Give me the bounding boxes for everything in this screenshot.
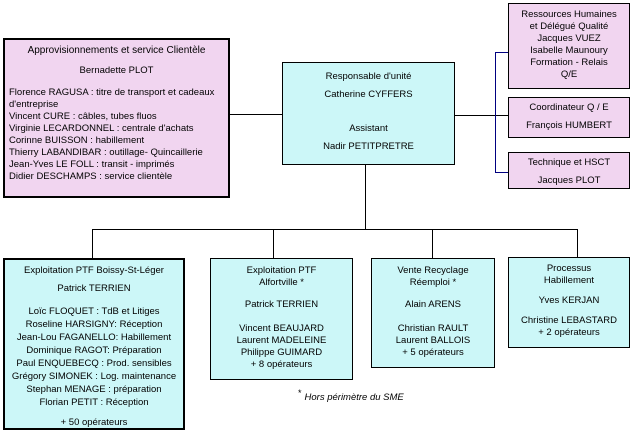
member-line: Thierry LABANDIBAR : outillage- Quincail… — [9, 147, 203, 158]
rh-line: Ressources Humaines — [521, 9, 617, 20]
assistant-name: Nadir PETITPRETRE — [323, 141, 414, 152]
member-line: Florian PETIT : Réception — [39, 397, 149, 408]
member-line: Vincent BEAUJARD — [239, 323, 324, 334]
box-coordinateur-qe: Coordinateur Q / E François HUMBERT — [508, 97, 630, 138]
rh-line: et Délégué Qualité — [529, 21, 609, 32]
member-line: Didier DESCHAMPS : service clientèle — [9, 171, 173, 182]
member-line: Loïc FLOQUET : TdB et Litiges — [28, 306, 160, 317]
footnote-text: Hors périmètre du SME — [304, 392, 404, 403]
member-line: Laurent BALLOIS — [395, 335, 471, 346]
connector-drop-boissy — [92, 229, 93, 258]
alfortville-members: Vincent BEAUJARD Laurent MADELEINE Phili… — [211, 323, 352, 359]
member-line: Christine LEBASTARD — [521, 315, 617, 326]
vente-manager: Alain ARENS — [405, 299, 461, 310]
member-line: Roseline HARSIGNY: Réception — [25, 319, 163, 330]
technique-name: Jacques PLOT — [537, 175, 601, 186]
box-approvisionnements: Approvisionnements et service Clientèle … — [3, 38, 230, 198]
member-line: Christian RAULT — [397, 323, 469, 334]
coordinateur-role: Coordinateur Q / E — [529, 102, 609, 113]
boissy-members: Loïc FLOQUET : TdB et Litiges Roseline H… — [5, 305, 183, 409]
connector-drop-alfortville — [273, 229, 274, 258]
connector-responsable-right — [455, 115, 508, 116]
vente-title-1: Vente Recyclage — [397, 265, 469, 276]
box-technique-hsct: Technique et HSCT Jacques PLOT — [508, 152, 630, 189]
box-vente-recyclage: Vente Recyclage Réemploi * Alain ARENS C… — [371, 258, 495, 368]
appro-title: Approvisionnements et service Clientèle — [27, 45, 206, 56]
connector-drop-vente — [432, 229, 433, 258]
boissy-manager: Patrick TERRIEN — [57, 283, 131, 294]
member-line: Stephan MENAGE : préparation — [26, 384, 162, 395]
connector-bottom-distribution — [92, 229, 578, 230]
vente-title-2: Réemploi * — [409, 277, 457, 288]
member-line: Vincent CURE : câbles, tubes fluos — [9, 111, 157, 122]
connector-stub-technique — [495, 172, 508, 173]
box-responsable-unite: Responsable d'unité Catherine CYFFERS As… — [282, 62, 455, 165]
connector-responsable-stem — [365, 165, 366, 229]
box-processus-habillement: Processus Habillement Yves KERJAN Christ… — [508, 257, 630, 348]
box-ressources-humaines: Ressources Humaines et Délégué Qualité J… — [508, 3, 630, 89]
connector-right-bracket-vertical — [495, 52, 496, 173]
connector-stub-rh — [495, 52, 508, 53]
member-line: Philippe GUIMARD — [240, 347, 323, 358]
box-exploitation-boissy: Exploitation PTF Boissy-St-Léger Patrick… — [3, 258, 185, 430]
member-line: Virginie LECARDONNEL : centrale d'achats — [9, 123, 194, 134]
processus-members: Christine LEBASTARD — [509, 315, 629, 327]
connector-appro-responsable — [230, 114, 282, 115]
alfortville-operators-count: + 8 opérateurs — [250, 359, 313, 370]
footnote-hors-perimetre: *Hors périmètre du SME — [298, 388, 438, 403]
alfortville-title-1: Exploitation PTF — [246, 265, 317, 276]
member-line: Laurent MADELEINE — [236, 335, 327, 346]
vente-operators-count: + 5 opérateurs — [402, 347, 464, 358]
coordinateur-name: François HUMBERT — [526, 120, 612, 131]
processus-operators-count: + 2 opérateurs — [538, 327, 600, 338]
member-line: Paul ENQUEBECQ : Prod. sensibles — [16, 358, 172, 369]
processus-manager: Yves KERJAN — [538, 295, 600, 306]
member-line: Jean-Lou FAGANELLO: Habillement — [16, 332, 172, 343]
box-exploitation-alfortville: Exploitation PTF Alfortville * Patrick T… — [210, 258, 353, 380]
member-line: Jean-Yves LE FOLL : transit - imprimés — [9, 159, 175, 170]
processus-title-2: Habillement — [543, 275, 595, 286]
processus-title-1: Processus — [546, 263, 592, 274]
boissy-operators-count: + 50 opérateurs — [60, 417, 128, 428]
member-line: Florence RAGUSA : titre de transport et … — [9, 87, 215, 110]
rh-line: Isabelle Maunoury — [530, 45, 608, 56]
rh-line: Formation - Relais — [530, 57, 608, 68]
connector-drop-processus — [577, 229, 578, 257]
responsable-name: Catherine CYFFERS — [324, 89, 413, 100]
technique-role: Technique et HSCT — [527, 157, 611, 168]
assistant-role: Assistant — [349, 123, 388, 134]
responsable-role: Responsable d'unité — [325, 71, 412, 82]
boissy-title: Exploitation PTF Boissy-St-Léger — [24, 265, 164, 276]
member-line: Corinne BUISSON : habillement — [9, 135, 145, 146]
rh-line: Q/E — [560, 69, 578, 80]
member-line: Dominique RAGOT: Préparation — [26, 345, 162, 356]
appro-manager: Bernadette PLOT — [79, 65, 154, 76]
member-line: Grégory SIMONEK : Log. maintenance — [11, 371, 177, 382]
rh-line: Jacques VUEZ — [537, 33, 601, 44]
footnote-asterisk: * — [298, 388, 302, 398]
alfortville-title-2: Alfortville * — [259, 277, 304, 288]
appro-members: Florence RAGUSA : titre de transport et … — [5, 87, 228, 183]
alfortville-manager: Patrick TERRIEN — [244, 299, 319, 310]
vente-members: Christian RAULT Laurent BALLOIS — [372, 323, 494, 347]
